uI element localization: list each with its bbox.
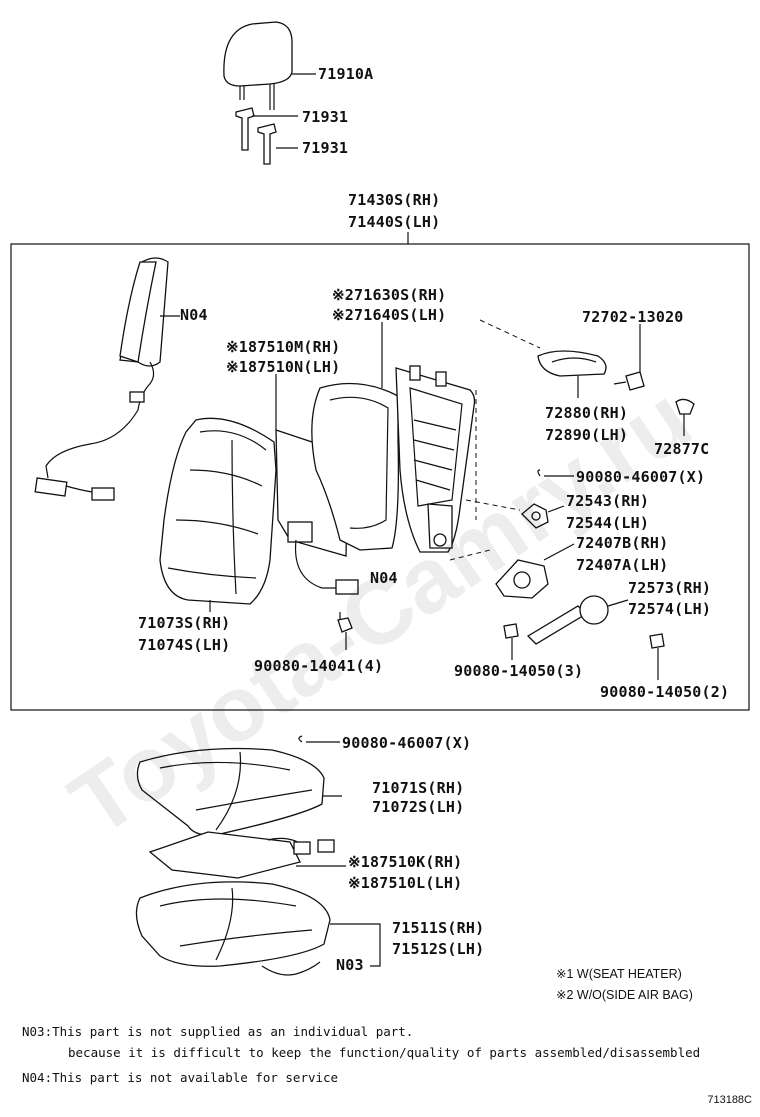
- label-screw-c: 90080-14050(2): [600, 683, 729, 701]
- label-clip-bottom: 90080-46007(X): [342, 734, 471, 752]
- headrest-support-drawing: [235, 107, 298, 165]
- label-cushion-pad-lh: 71512S(LH): [392, 940, 484, 958]
- headrest-drawing: [223, 21, 316, 110]
- diagram-id: 713188C: [707, 1094, 752, 1106]
- label-back-cover-lh: 71074S(LH): [138, 636, 230, 654]
- label-n03: N03: [336, 956, 364, 974]
- back-cover-drawing: [159, 417, 277, 605]
- note-n04: N04:This part is not available for servi…: [22, 1070, 339, 1085]
- side-cover-drawing: [537, 350, 607, 377]
- label-knob-rh: 72543(RH): [566, 492, 649, 510]
- screw-c-drawing: [649, 633, 665, 649]
- label-pad-lh: ※271640S(LH): [332, 306, 446, 324]
- label-cap: 72877C: [654, 440, 709, 458]
- label-headrest-support-b: 71931: [302, 139, 348, 157]
- label-heater-cush-lh: ※187510L(LH): [348, 874, 462, 892]
- label-pad-rh: ※271630S(RH): [332, 286, 446, 304]
- label-back-cover-rh: 71073S(RH): [138, 614, 230, 632]
- label-headrest-support-a: 71931: [302, 108, 348, 126]
- cushion-heater-drawing: [148, 831, 335, 879]
- recliner-drawing: [495, 559, 549, 599]
- label-heater-back-rh: ※187510M(RH): [226, 338, 340, 356]
- label-cushion-pad-rh: 71511S(RH): [392, 919, 484, 937]
- cap-drawing: [675, 398, 695, 415]
- cushion-pad-drawing: [135, 881, 331, 976]
- clip-top-drawing: [537, 469, 541, 477]
- label-bolt: 72702-13020: [582, 308, 684, 326]
- label-headrest: 71910A: [318, 65, 373, 83]
- label-screw-b: 90080-14050(3): [454, 662, 583, 680]
- label-recliner-lh: 72407A(LH): [576, 556, 668, 574]
- label-cushion-cover-rh: 71071S(RH): [372, 779, 464, 797]
- back-assembly-frame: [10, 243, 750, 711]
- label-heater-cush-rh: ※187510K(RH): [348, 853, 462, 871]
- spring-drawing: [526, 595, 609, 645]
- clip-bottom-drawing: [298, 735, 303, 743]
- label-back-assy-lh: 71440S(LH): [348, 213, 440, 231]
- label-knob-lh: 72544(LH): [566, 514, 649, 532]
- cushion-cover-drawing: [136, 747, 325, 836]
- label-clip-top: 90080-46007(X): [576, 468, 705, 486]
- label-cushion-cover-lh: 71072S(LH): [372, 798, 464, 816]
- label-screw-a: 90080-14041(4): [254, 657, 383, 675]
- label-back-assy-rh: 71430S(RH): [348, 191, 440, 209]
- legend-seat-heater: ※1 W(SEAT HEATER): [556, 967, 682, 981]
- label-n04-mid: N04: [370, 569, 398, 587]
- label-cover-lh: 72890(LH): [545, 426, 628, 444]
- label-n04-top: N04: [180, 306, 208, 324]
- seatback-pad-drawing: [311, 382, 400, 551]
- note-n03-line2: because it is difficult to keep the func…: [68, 1045, 701, 1060]
- screw-b-drawing: [503, 623, 519, 639]
- label-cover-rh: 72880(RH): [545, 404, 628, 422]
- label-recliner-rh: 72407B(RH): [576, 534, 668, 552]
- note-n03-line1: N03:This part is not supplied as an indi…: [22, 1024, 414, 1039]
- seat-frame-drawing: [395, 365, 476, 553]
- bolt-drawing: [613, 371, 645, 391]
- label-spring-lh: 72574(LH): [628, 600, 711, 618]
- label-spring-rh: 72573(RH): [628, 579, 711, 597]
- legend-side-airbag: ※2 W/O(SIDE AIR BAG): [556, 988, 693, 1002]
- label-heater-back-lh: ※187510N(LH): [226, 358, 340, 376]
- knob-drawing: [521, 503, 549, 529]
- screw-a-drawing: [337, 612, 353, 633]
- side-airbag-drawing: [34, 257, 180, 501]
